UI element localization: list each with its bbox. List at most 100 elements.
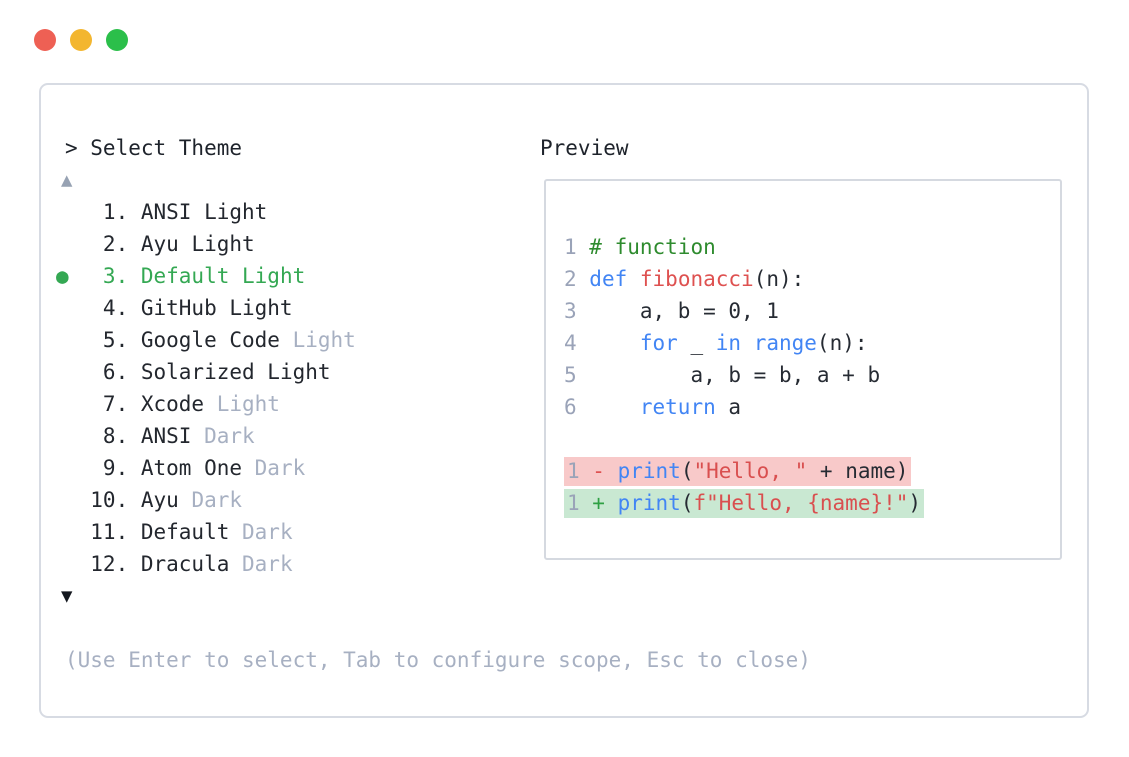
zoom-button[interactable] <box>106 29 128 51</box>
code-line: 1 + print(f"Hello, {name}!") <box>564 487 1060 519</box>
theme-number: 9. <box>65 456 141 480</box>
theme-variant: Light <box>229 264 306 288</box>
line-number: 1 <box>567 491 593 515</box>
code-segment: a, b = b, a + b <box>589 363 881 387</box>
theme-item[interactable]: 11. Default Dark <box>65 516 356 548</box>
theme-name: Ayu <box>140 232 179 256</box>
line-number: 5 <box>564 363 590 387</box>
theme-name: Default <box>140 520 230 544</box>
code-line: 5 a, b = b, a + b <box>564 359 1060 391</box>
code-segment: return <box>639 395 716 419</box>
theme-number: 6. <box>65 360 141 384</box>
code-line: 3 a, b = 0, 1 <box>564 295 1060 327</box>
keyboard-hint: (Use Enter to select, Tab to configure s… <box>65 648 811 672</box>
code-segment: + name) <box>807 459 909 483</box>
code-segment: (n): <box>816 331 868 355</box>
theme-item[interactable]: 7. Xcode Light <box>65 388 356 420</box>
line-number: 6 <box>564 395 590 419</box>
theme-name: Default <box>140 264 230 288</box>
diff-removed-line: 1 - print("Hello, " + name) <box>564 457 912 486</box>
code-line: 6 return a <box>564 391 1060 423</box>
code-segment: print <box>617 491 681 515</box>
code-line: 4 for _ in range(n): <box>564 327 1060 359</box>
code-segment <box>589 395 640 419</box>
theme-item[interactable]: 4. GitHub Light <box>65 292 356 324</box>
code-segment: in <box>715 331 742 355</box>
theme-item[interactable]: 9. Atom One Dark <box>65 452 356 484</box>
code-segment: f"Hello, {name}!" <box>693 491 909 515</box>
theme-item[interactable]: 12. Dracula Dark <box>65 548 356 580</box>
code-segment: range <box>753 331 817 355</box>
code-segment: # function <box>589 235 716 259</box>
selected-indicator-icon: ● <box>56 264 69 288</box>
code-segment: fibonacci <box>639 267 754 291</box>
theme-name: ANSI <box>140 424 192 448</box>
theme-number: 5. <box>65 328 141 352</box>
theme-number: 1. <box>65 200 141 224</box>
code-blank-line <box>564 423 1060 455</box>
theme-number: 3. <box>65 264 141 288</box>
code-segment: + <box>592 491 618 515</box>
theme-name: Xcode <box>140 392 205 416</box>
theme-variant: Dark <box>178 488 243 512</box>
code-line: 1 # function <box>564 231 1060 263</box>
theme-item[interactable]: 2. Ayu Light <box>65 228 356 260</box>
code-line: 1 - print("Hello, " + name) <box>564 455 1060 487</box>
code-segment: ( <box>680 459 694 483</box>
code-segment: def <box>589 267 628 291</box>
theme-name: ANSI <box>140 200 192 224</box>
theme-name: Dracula <box>140 552 230 576</box>
theme-variant: Light <box>204 392 280 416</box>
theme-item[interactable]: 8. ANSI Dark <box>65 420 356 452</box>
theme-name: Google Code <box>140 328 280 352</box>
theme-number: 4. <box>65 296 141 320</box>
theme-variant: Dark <box>242 456 306 480</box>
code-segment <box>589 331 640 355</box>
theme-variant: Light <box>279 328 356 352</box>
theme-variant: Light <box>178 232 255 256</box>
theme-item[interactable]: 1. ANSI Light <box>65 196 356 228</box>
line-number: 4 <box>564 331 590 355</box>
theme-number: 12. <box>65 552 141 576</box>
theme-item[interactable]: 10. Ayu Dark <box>65 484 356 516</box>
code-segment: ( <box>680 491 694 515</box>
theme-variant: Light <box>254 360 331 384</box>
scroll-down-icon[interactable]: ▼ <box>61 585 73 607</box>
code-segment: for <box>639 331 678 355</box>
window-controls <box>34 29 128 51</box>
line-number: 1 <box>564 235 590 259</box>
theme-name: Ayu <box>140 488 179 512</box>
theme-name: Solarized <box>140 360 255 384</box>
code-line: 2 def fibonacci(n): <box>564 263 1060 295</box>
select-theme-prompt: > Select Theme <box>65 136 243 160</box>
code-segment: a, b = 0, 1 <box>589 299 779 323</box>
theme-item[interactable]: 5. Google Code Light <box>65 324 356 356</box>
close-button[interactable] <box>34 29 56 51</box>
minimize-button[interactable] <box>70 29 92 51</box>
scroll-up-icon[interactable]: ▲ <box>61 169 73 191</box>
code-segment: "Hello, " <box>693 459 808 483</box>
theme-selector-window: > Select Theme ▲ 1. ANSI Light 2. Ayu Li… <box>39 83 1089 718</box>
code-segment: - <box>592 459 618 483</box>
preview-title: Preview <box>540 136 629 160</box>
theme-item[interactable]: 6. Solarized Light <box>65 356 356 388</box>
code-segment: _ <box>677 331 716 355</box>
theme-variant: Dark <box>191 424 255 448</box>
code-segment: a <box>715 395 742 419</box>
theme-variant: Dark <box>229 520 293 544</box>
theme-name: GitHub <box>140 296 217 320</box>
code-segment: print <box>617 459 681 483</box>
theme-item[interactable]: ● 3. Default Light <box>56 260 356 292</box>
code-segment: ) <box>908 491 922 515</box>
code-segment: (n): <box>753 267 805 291</box>
theme-number: 11. <box>65 520 141 544</box>
code-segment <box>741 331 754 355</box>
theme-variant: Light <box>191 200 268 224</box>
theme-number: 7. <box>65 392 141 416</box>
line-number: 2 <box>564 267 590 291</box>
code-segment <box>627 267 640 291</box>
theme-list: 1. ANSI Light 2. Ayu Light● 3. Default L… <box>56 196 356 580</box>
line-number: 1 <box>567 459 593 483</box>
theme-variant: Light <box>216 296 293 320</box>
